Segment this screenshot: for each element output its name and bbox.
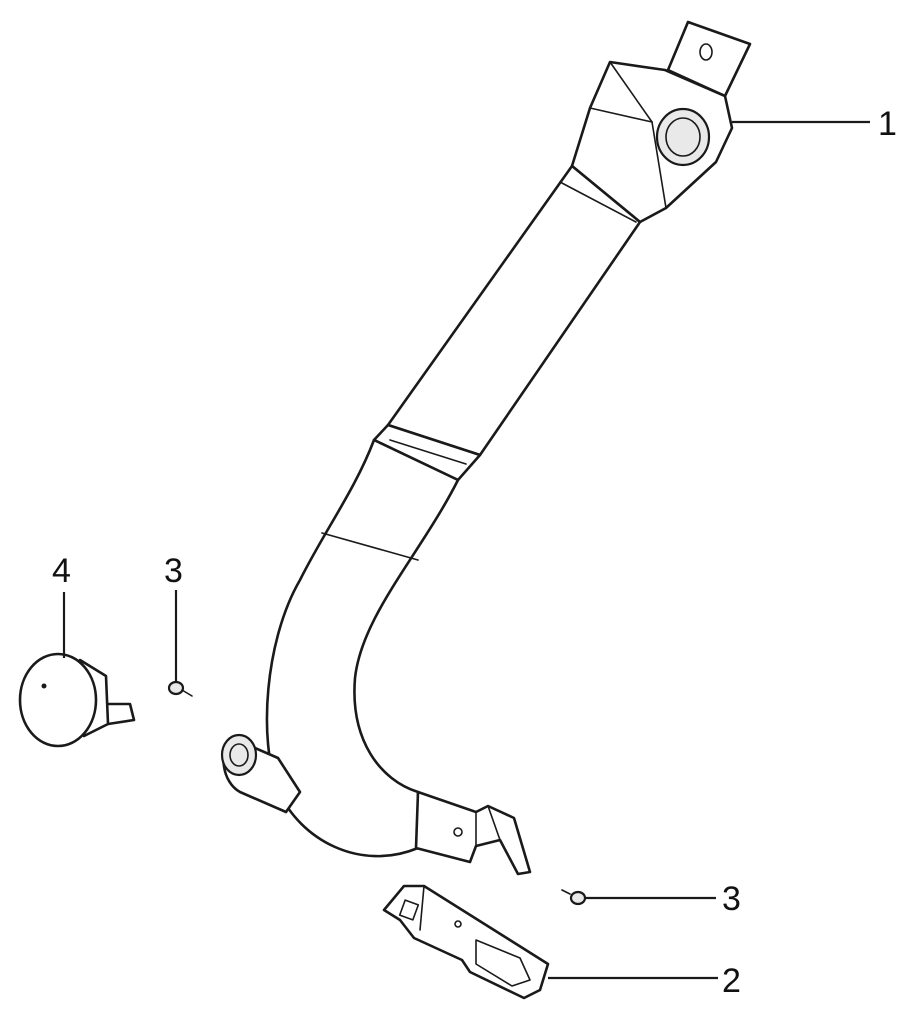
callout-3-left: 3: [164, 552, 183, 590]
upper-tube: [386, 164, 642, 457]
pivot-button: [655, 107, 711, 167]
part-3-screw-right: [561, 889, 587, 906]
callout-1: 1: [878, 105, 897, 143]
callout-labels: 1 2 3 3 4: [52, 105, 897, 1000]
part-2-clip: [382, 884, 550, 1000]
leader-lines: [62, 120, 870, 980]
part-1-handle-tube: [220, 20, 752, 876]
bottom-pivot-stub: [220, 733, 302, 814]
part-3-screw-left: [167, 680, 193, 697]
callout-2: 2: [722, 962, 741, 1000]
lower-bent-tube: [265, 438, 460, 858]
part-4-knob: [18, 652, 136, 748]
callout-4: 4: [52, 552, 71, 590]
callout-3-right: 3: [722, 880, 741, 918]
top-knuckle: [570, 60, 734, 224]
bottom-latch: [414, 790, 532, 876]
